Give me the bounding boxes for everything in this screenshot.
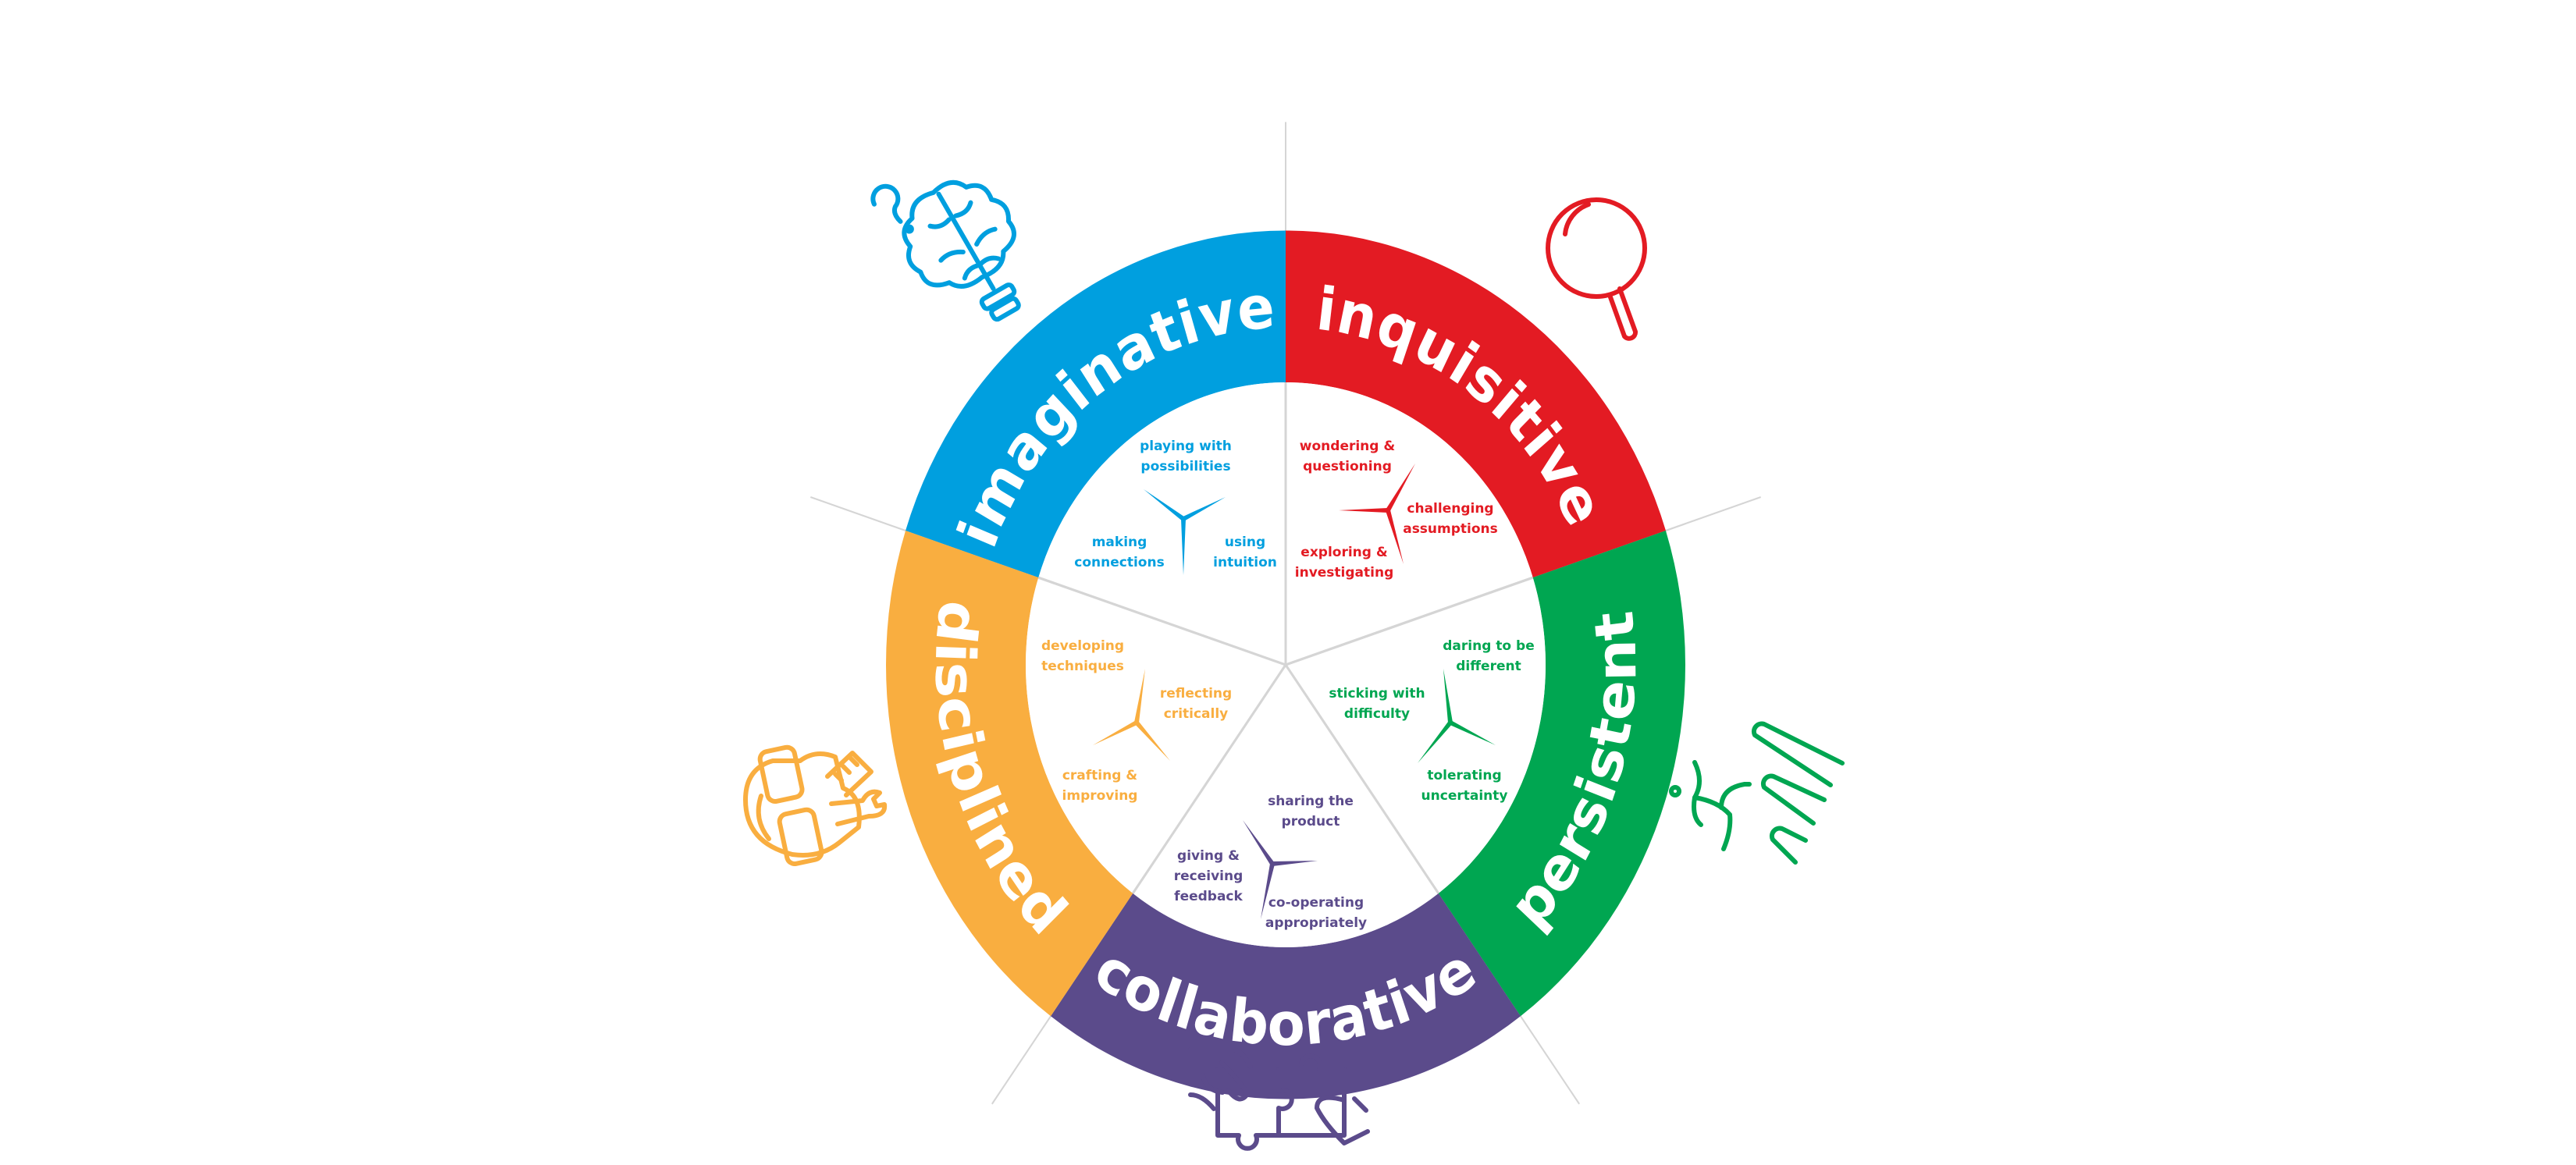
star-arm: [1261, 863, 1275, 919]
inner-spokes: [1037, 382, 1534, 894]
habit-label-disciplined: reflecting critically: [1159, 686, 1233, 722]
habit-label-persistent: tolerating uncertainty: [1421, 768, 1508, 804]
spoke-line: [1037, 576, 1286, 666]
spoke-line: [1132, 664, 1287, 894]
spoke-line: [1285, 576, 1534, 666]
star-arm: [1144, 489, 1185, 521]
habit-label-disciplined: crafting & improving: [1062, 768, 1138, 804]
habit-label-inquisitive: exploring & investigating: [1294, 545, 1394, 581]
star-arm: [1443, 669, 1453, 723]
habit-label-collaborative: giving & receiving feedback: [1173, 848, 1244, 904]
runner-icon: [1669, 721, 1845, 865]
habit-label-persistent: daring to be different: [1443, 638, 1535, 674]
star-arm: [1093, 720, 1138, 745]
habit-label-collaborative: co-operating appropriately: [1265, 895, 1368, 931]
habit-star-persistent: [1418, 669, 1496, 763]
star-arm: [1418, 721, 1453, 763]
habit-star-inquisitive: [1339, 464, 1415, 564]
habit-label-collaborative: sharing the product: [1268, 794, 1354, 829]
segment-collaborative: [1051, 893, 1521, 1099]
star-arm: [1181, 519, 1186, 575]
star-arm: [1182, 497, 1226, 521]
habit-label-inquisitive: challenging assumptions: [1403, 501, 1498, 537]
star-arm: [1272, 861, 1318, 866]
star-arm: [1449, 720, 1496, 745]
segment-imaginative: [906, 230, 1286, 578]
habit-star-disciplined: [1093, 669, 1170, 761]
star-arm: [1134, 669, 1145, 723]
segment-disciplined: [886, 531, 1133, 1017]
star-arm: [1386, 464, 1415, 512]
star-arm: [1386, 510, 1404, 564]
habit-label-imaginative: making connections: [1074, 535, 1165, 570]
habit-label-persistent: sticking with difficulty: [1329, 686, 1425, 722]
star-arm: [1243, 820, 1275, 865]
star-arm: [1134, 721, 1170, 761]
tools-icon: [743, 744, 888, 866]
habit-label-imaginative: playing with possibilities: [1140, 439, 1232, 474]
habit-label-inquisitive: wondering & questioning: [1299, 439, 1396, 474]
segments: [886, 230, 1685, 1099]
puzzle-hands-icon: [1188, 1047, 1370, 1151]
habit-stars: [1093, 464, 1496, 919]
habit-star-imaginative: [1144, 489, 1226, 575]
segment-inquisitive: [1286, 230, 1666, 578]
segment-persistent: [1438, 531, 1685, 1017]
habit-label-imaginative: using intuition: [1213, 535, 1277, 570]
habit-label-disciplined: developing techniques: [1041, 638, 1125, 674]
star-arm: [1339, 508, 1388, 513]
spoke-line: [1284, 664, 1439, 894]
brain-lightbulb-icon: [870, 179, 1021, 322]
habit-star-collaborative: [1243, 820, 1318, 919]
magnifying-glass-icon: [1546, 197, 1647, 341]
